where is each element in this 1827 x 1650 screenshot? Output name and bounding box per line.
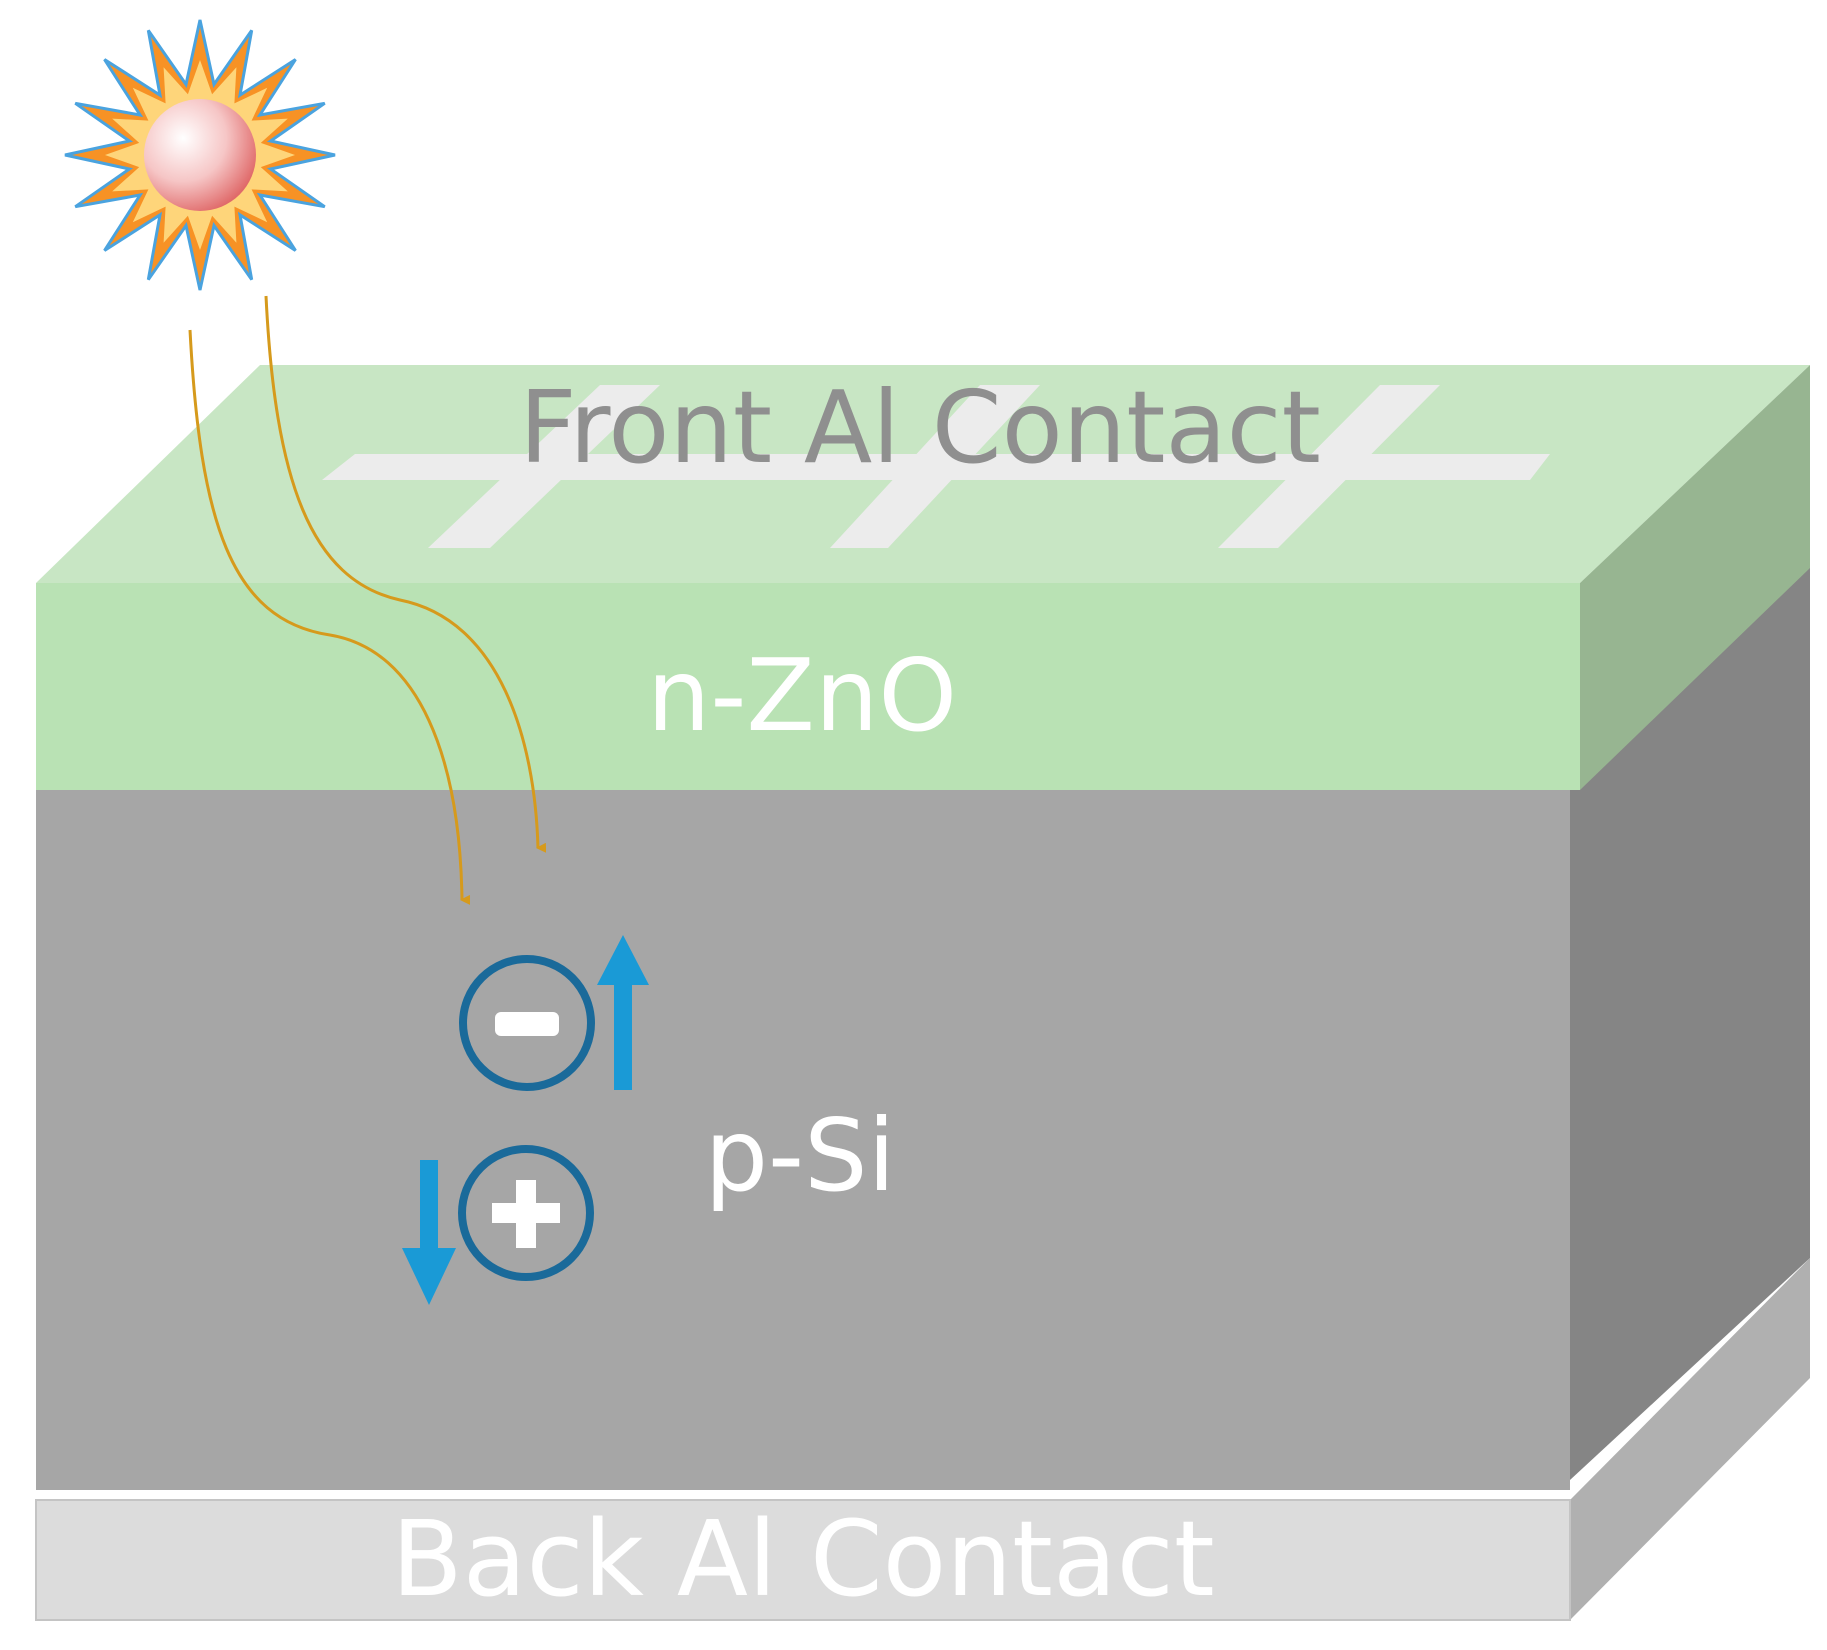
arrow-up-shaft [614,975,632,1090]
n-zno-label: n-ZnO [647,637,957,754]
front-contact-label: Front Al Contact [519,369,1321,486]
sun-icon [64,19,336,291]
p-si-front [36,790,1570,1490]
n-zno-side [1580,365,1810,790]
front-contact-finger-1 [428,385,660,548]
front-contact-grid: Front Al Contact [322,369,1550,548]
light-ray-1 [188,329,471,905]
arrow-up-head [597,935,649,985]
n-zno-front [36,583,1580,790]
electron-minus [495,1012,559,1036]
arrow-down-icon [402,1160,456,1305]
arrow-down-shaft [420,1160,438,1252]
back-contact-front [35,1499,1571,1621]
p-si-layer: p-Si [36,565,1810,1490]
hole-plus-vertical [516,1180,536,1248]
sun-core [144,99,256,211]
front-contact-finger-3 [1218,385,1440,548]
hole-icon [458,1145,594,1281]
p-si-label: p-Si [705,1097,896,1214]
arrow-down-head [402,1248,456,1305]
electron-icon [459,955,595,1091]
back-contact-label: Back Al Contact [391,1498,1214,1620]
back-contact-side [1570,1258,1810,1620]
front-contact-finger-2 [830,385,1040,548]
light-ray-2 [264,295,547,853]
light-rays [188,295,547,905]
back-contact-layer: Back Al Contact [35,1258,1810,1621]
arrow-up-icon [597,935,649,1090]
p-si-side [1570,565,1810,1480]
